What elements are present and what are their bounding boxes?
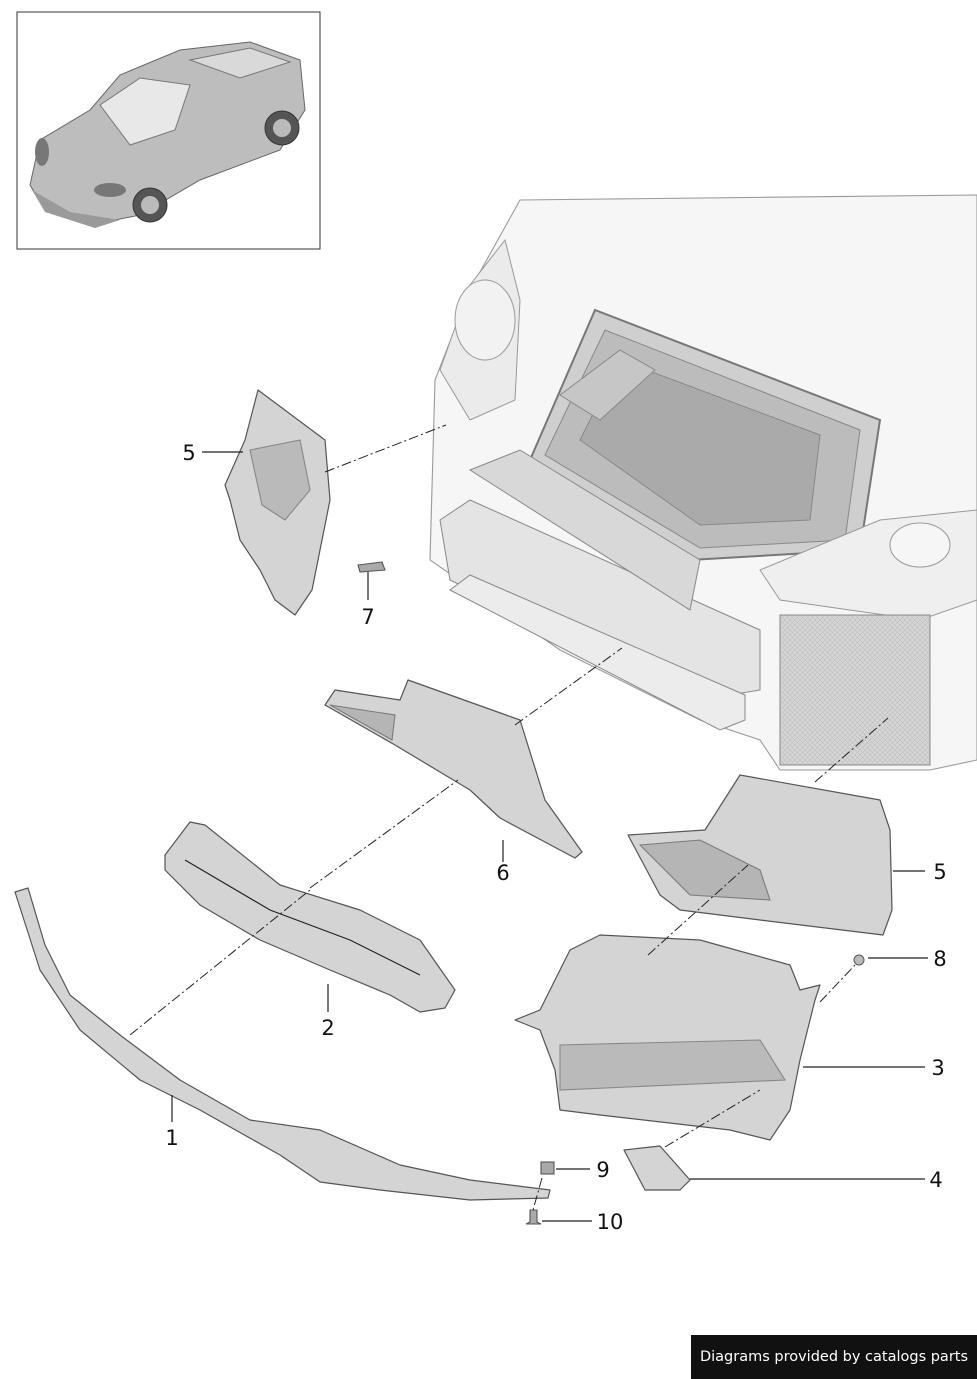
part-1-spoiler-lip xyxy=(14,887,551,1201)
credit-banner: Diagrams provided by catalogs parts xyxy=(691,1335,977,1379)
part-9-nut xyxy=(540,1161,555,1175)
callout-4: 4 xyxy=(929,1168,942,1192)
callout-10: 10 xyxy=(597,1210,624,1234)
part-5-left-air-duct xyxy=(224,389,331,616)
car-thumbnail xyxy=(16,11,321,250)
part-5-right-air-duct xyxy=(627,774,893,936)
part-3-bracket xyxy=(514,934,821,1141)
leader-lines xyxy=(171,451,928,1222)
callout-5-right: 5 xyxy=(933,860,946,884)
callout-5-left: 5 xyxy=(182,441,195,465)
part-4-cover xyxy=(623,1145,691,1191)
callout-9: 9 xyxy=(596,1158,609,1182)
callout-1: 1 xyxy=(165,1126,178,1150)
callout-8: 8 xyxy=(933,947,946,971)
callout-3: 3 xyxy=(931,1056,944,1080)
callout-7: 7 xyxy=(361,605,374,629)
part-6-center-air-guide xyxy=(324,679,583,859)
part-7-clip xyxy=(357,561,386,573)
part-8-screw xyxy=(853,954,865,966)
callout-2: 2 xyxy=(321,1016,334,1040)
assembly-lines xyxy=(129,424,889,1211)
car-front-body xyxy=(429,194,977,771)
callout-6: 6 xyxy=(496,861,509,885)
callout-labels: 1 2 3 4 5 5 6 7 8 9 10 xyxy=(165,441,946,1234)
part-10-screw xyxy=(525,1209,542,1225)
part-2-grille xyxy=(164,821,456,1013)
